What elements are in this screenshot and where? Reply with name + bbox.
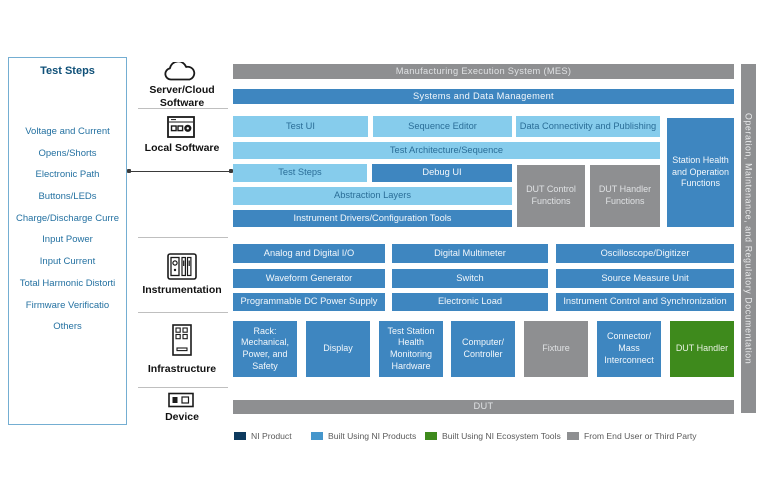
connector-dot-right: [229, 169, 233, 173]
mes-bar: Manufacturing Execution System (MES): [233, 64, 734, 79]
test-step-item: Input Current: [39, 256, 96, 268]
operation-maintenance-documentation-bar: Operation, Maintenance, and Regulatory D…: [741, 64, 756, 413]
legend-swatch-built-using-ecosystem-tools: [425, 432, 437, 440]
divider: [138, 387, 228, 388]
legend-swatch-from-end-user: [567, 432, 579, 440]
infrastructure-box-display: Display: [306, 321, 370, 377]
test-step-item: Charge/Discharge Curre: [16, 212, 119, 224]
test-step-item: Firmware Verificatio: [25, 299, 110, 311]
abstraction-layers-box: Abstraction Layers: [233, 187, 512, 205]
instrumentation-box: Programmable DC Power Supply: [233, 293, 385, 311]
category-local-software: Local Software: [144, 142, 220, 154]
divider: [138, 237, 228, 238]
legend-item-from-end-user: From End User or Third Party: [567, 431, 697, 441]
infrastructure-box-rack: Rack: Mechanical, Power, and Safety: [233, 321, 297, 377]
infrastructure-rack-icon: [172, 324, 192, 356]
legend-label: From End User or Third Party: [584, 431, 697, 441]
instrument-drivers-box: Instrument Drivers/Configuration Tools: [233, 210, 512, 227]
operation-maintenance-documentation-label: Operation, Maintenance, and Regulatory D…: [743, 112, 754, 365]
data-connectivity-box: Data Connectivity and Publishing: [516, 116, 660, 137]
test-steps-panel-title: Test Steps: [40, 65, 95, 77]
instrumentation-box: Electronic Load: [392, 293, 548, 311]
connector-dot-left: [127, 169, 131, 173]
legend-item-built-using-ni-products: Built Using NI Products: [311, 431, 416, 441]
divider: [138, 312, 228, 313]
legend-item-built-using-ecosystem-tools: Built Using NI Ecosystem Tools: [425, 431, 561, 441]
test-steps-list: Voltage and Current Opens/Shorts Electro…: [8, 121, 127, 338]
test-step-item: Input Power: [42, 234, 93, 246]
legend-swatch-built-using-ni-products: [311, 432, 323, 440]
category-device: Device: [165, 411, 199, 423]
test-steps-box: Test Steps: [233, 164, 367, 182]
test-step-item: Opens/Shorts: [38, 147, 97, 159]
instrumentation-box: Instrument Control and Synchronization: [556, 293, 734, 311]
test-step-item: Buttons/LEDs: [38, 191, 97, 203]
instrumentation-chassis-icon: [167, 253, 197, 280]
connector-line: [128, 171, 232, 172]
test-step-item: Electronic Path: [35, 169, 100, 181]
instrumentation-box: Digital Multimeter: [392, 244, 548, 263]
category-server-cloud-software: Server/Cloud Software: [149, 84, 215, 109]
test-step-item: Total Harmonic Distorti: [19, 277, 116, 289]
legend-label: Built Using NI Ecosystem Tools: [442, 431, 561, 441]
debug-ui-box: Debug UI: [372, 164, 512, 182]
infrastructure-box-computer: Computer/ Controller: [451, 321, 515, 377]
test-step-item: Voltage and Current: [25, 126, 110, 137]
category-instrumentation: Instrumentation: [142, 284, 222, 296]
dut-bar: DUT: [233, 400, 734, 414]
legend-label: Built Using NI Products: [328, 431, 417, 441]
local-software-window-icon: [167, 116, 195, 138]
device-board-icon: [168, 392, 194, 408]
category-infrastructure: Infrastructure: [147, 363, 217, 375]
test-step-item: Others: [53, 321, 82, 333]
instrumentation-box: Waveform Generator: [233, 269, 385, 288]
instrumentation-box: Oscilloscope/Digitizer: [556, 244, 734, 263]
dut-handler-functions-box: DUT Handler Functions: [590, 165, 660, 227]
dut-control-functions-box: DUT Control Functions: [517, 165, 585, 227]
infrastructure-box-test-station-health: Test Station Health Monitoring Hardware: [379, 321, 443, 377]
legend-label: NI Product: [251, 431, 292, 441]
test-steps-panel: Test Steps: [8, 57, 127, 425]
infrastructure-box-dut-handler: DUT Handler: [670, 321, 734, 377]
systems-data-management-bar: Systems and Data Management: [233, 89, 734, 104]
test-ui-box: Test UI: [233, 116, 368, 137]
test-architecture-box: Test Architecture/Sequence: [233, 142, 660, 159]
infrastructure-box-fixture: Fixture: [524, 321, 588, 377]
station-health-box: Station Health and Operation Functions: [667, 118, 734, 227]
cloud-icon: [164, 62, 196, 81]
sequence-editor-box: Sequence Editor: [373, 116, 512, 137]
instrumentation-box: Switch: [392, 269, 548, 288]
legend-swatch-ni-product: [234, 432, 246, 440]
instrumentation-box: Source Measure Unit: [556, 269, 734, 288]
infrastructure-box-connector: Connector/ Mass Interconnect: [597, 321, 661, 377]
instrumentation-box: Analog and Digital I/O: [233, 244, 385, 263]
divider: [138, 108, 228, 109]
legend-item-ni-product: NI Product: [234, 431, 292, 441]
